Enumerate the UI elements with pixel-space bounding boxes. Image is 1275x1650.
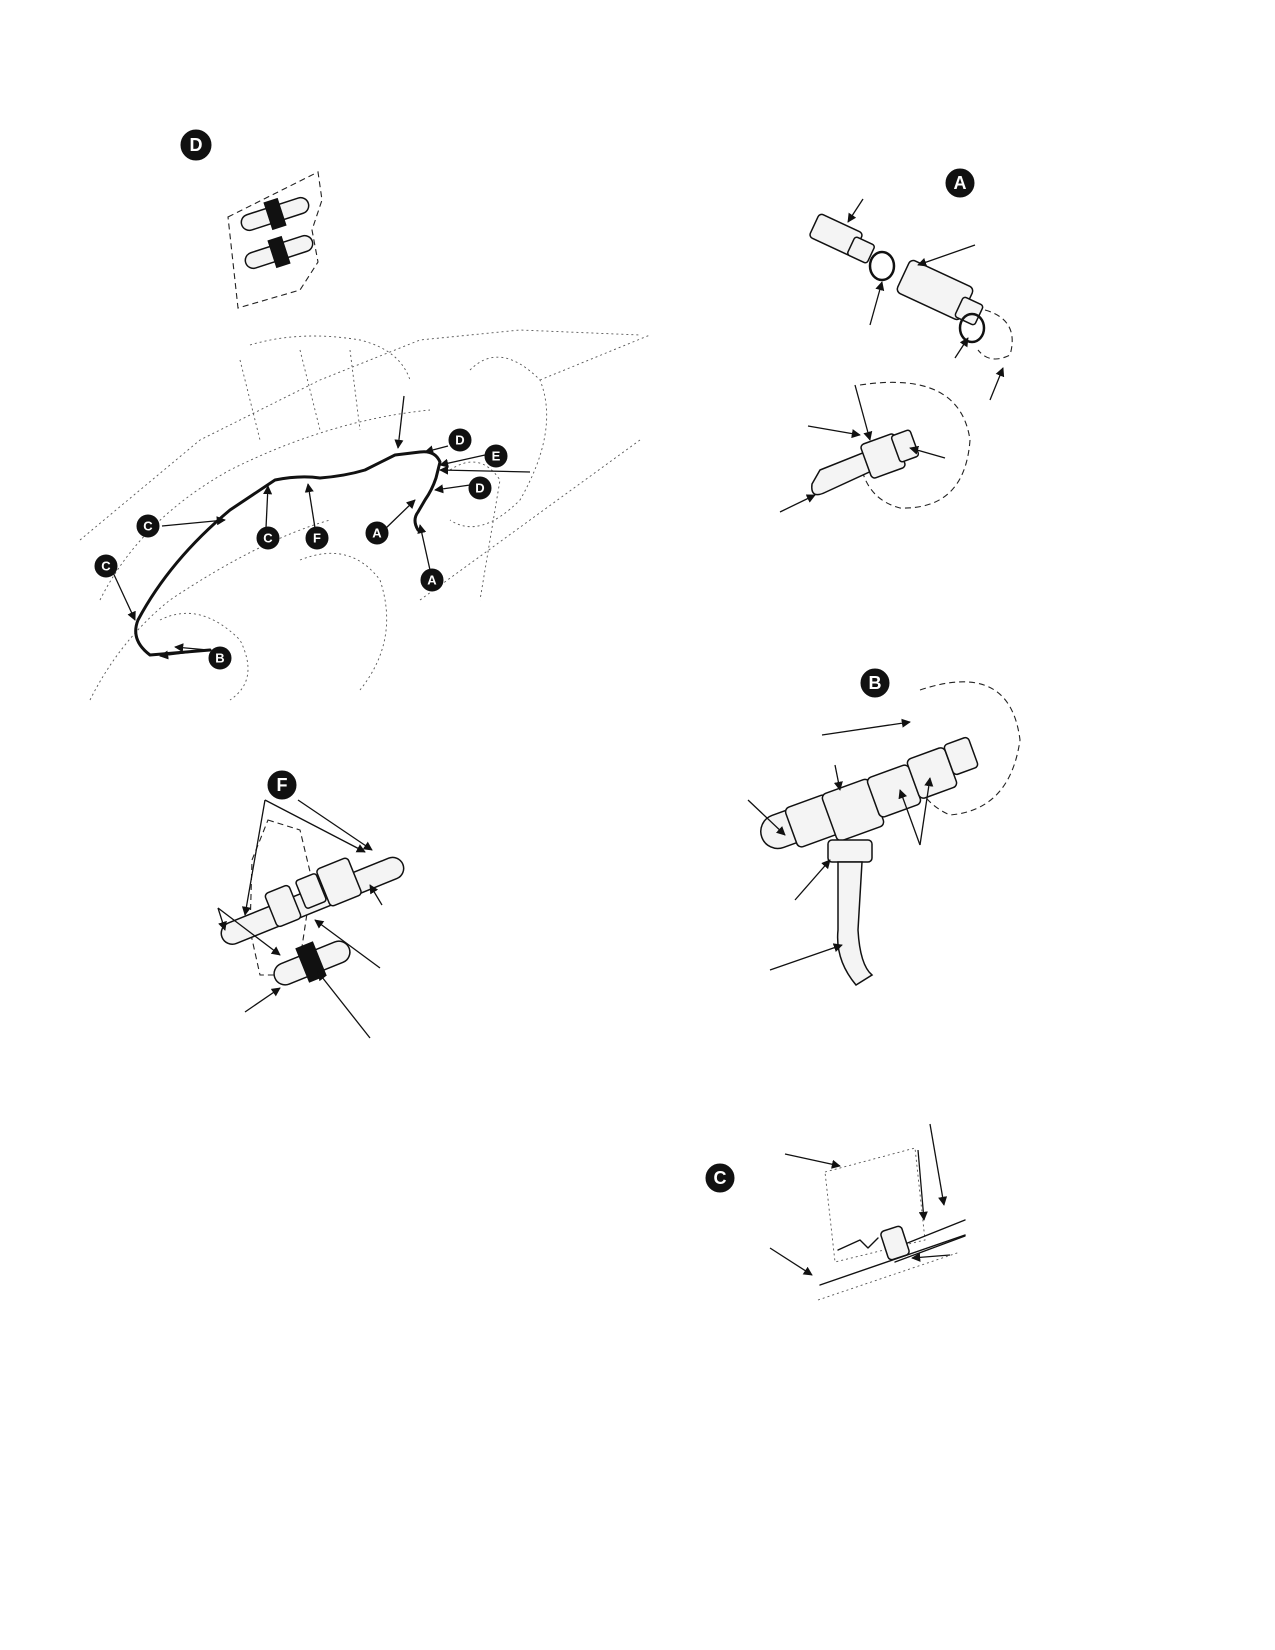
- main-callout-e: E: [484, 444, 508, 468]
- main-aircraft-view: D E D A A C C F: [79, 329, 651, 701]
- detail-a-fitting-top: [809, 213, 1013, 360]
- main-callout-b: B: [208, 646, 232, 670]
- detail-d-panel: [227, 171, 323, 309]
- svg-text:C: C: [714, 1168, 727, 1188]
- svg-text:C: C: [263, 531, 273, 546]
- detail-b: B: [747, 668, 1021, 986]
- detail-b-callout: B: [860, 668, 890, 698]
- svg-text:C: C: [143, 519, 153, 534]
- detail-c: C: [705, 1123, 966, 1301]
- detail-a: A: [779, 168, 1013, 513]
- detail-a-callout: A: [945, 168, 975, 198]
- svg-text:B: B: [869, 673, 882, 693]
- svg-text:F: F: [313, 531, 321, 546]
- detail-d: D: [180, 129, 323, 309]
- main-callout-d-lower: D: [468, 476, 492, 500]
- detail-a-fitting-bottom: [811, 381, 971, 509]
- svg-text:A: A: [372, 526, 382, 541]
- hydraulic-line-route: [134, 450, 442, 657]
- detail-f-callout: F: [267, 770, 297, 800]
- detail-d-label: D: [190, 135, 203, 155]
- svg-text:D: D: [455, 433, 464, 448]
- main-callout-f: F: [305, 526, 329, 550]
- detail-f: F: [217, 770, 405, 1039]
- svg-text:A: A: [954, 173, 967, 193]
- main-callout-c-mid: C: [136, 514, 160, 538]
- svg-text:E: E: [492, 449, 501, 464]
- detail-b-tee-assembly: [760, 736, 979, 986]
- svg-text:A: A: [427, 573, 437, 588]
- svg-text:D: D: [475, 481, 484, 496]
- detail-f-lower-tube: [273, 940, 351, 986]
- svg-text:C: C: [101, 559, 111, 574]
- main-callout-d-upper: D: [448, 428, 472, 452]
- svg-text:F: F: [277, 775, 288, 795]
- main-callout-c-left: C: [94, 554, 118, 578]
- main-callout-a-left: A: [365, 521, 389, 545]
- detail-c-callout: C: [705, 1163, 735, 1193]
- detail-f-upper-tube-assembly: [220, 856, 405, 945]
- main-callout-c-inner: C: [256, 526, 280, 550]
- detail-d-callout: D: [180, 129, 212, 161]
- svg-text:B: B: [215, 651, 224, 666]
- main-callout-a-lower: A: [420, 568, 444, 592]
- detail-d-tubes: [240, 196, 314, 270]
